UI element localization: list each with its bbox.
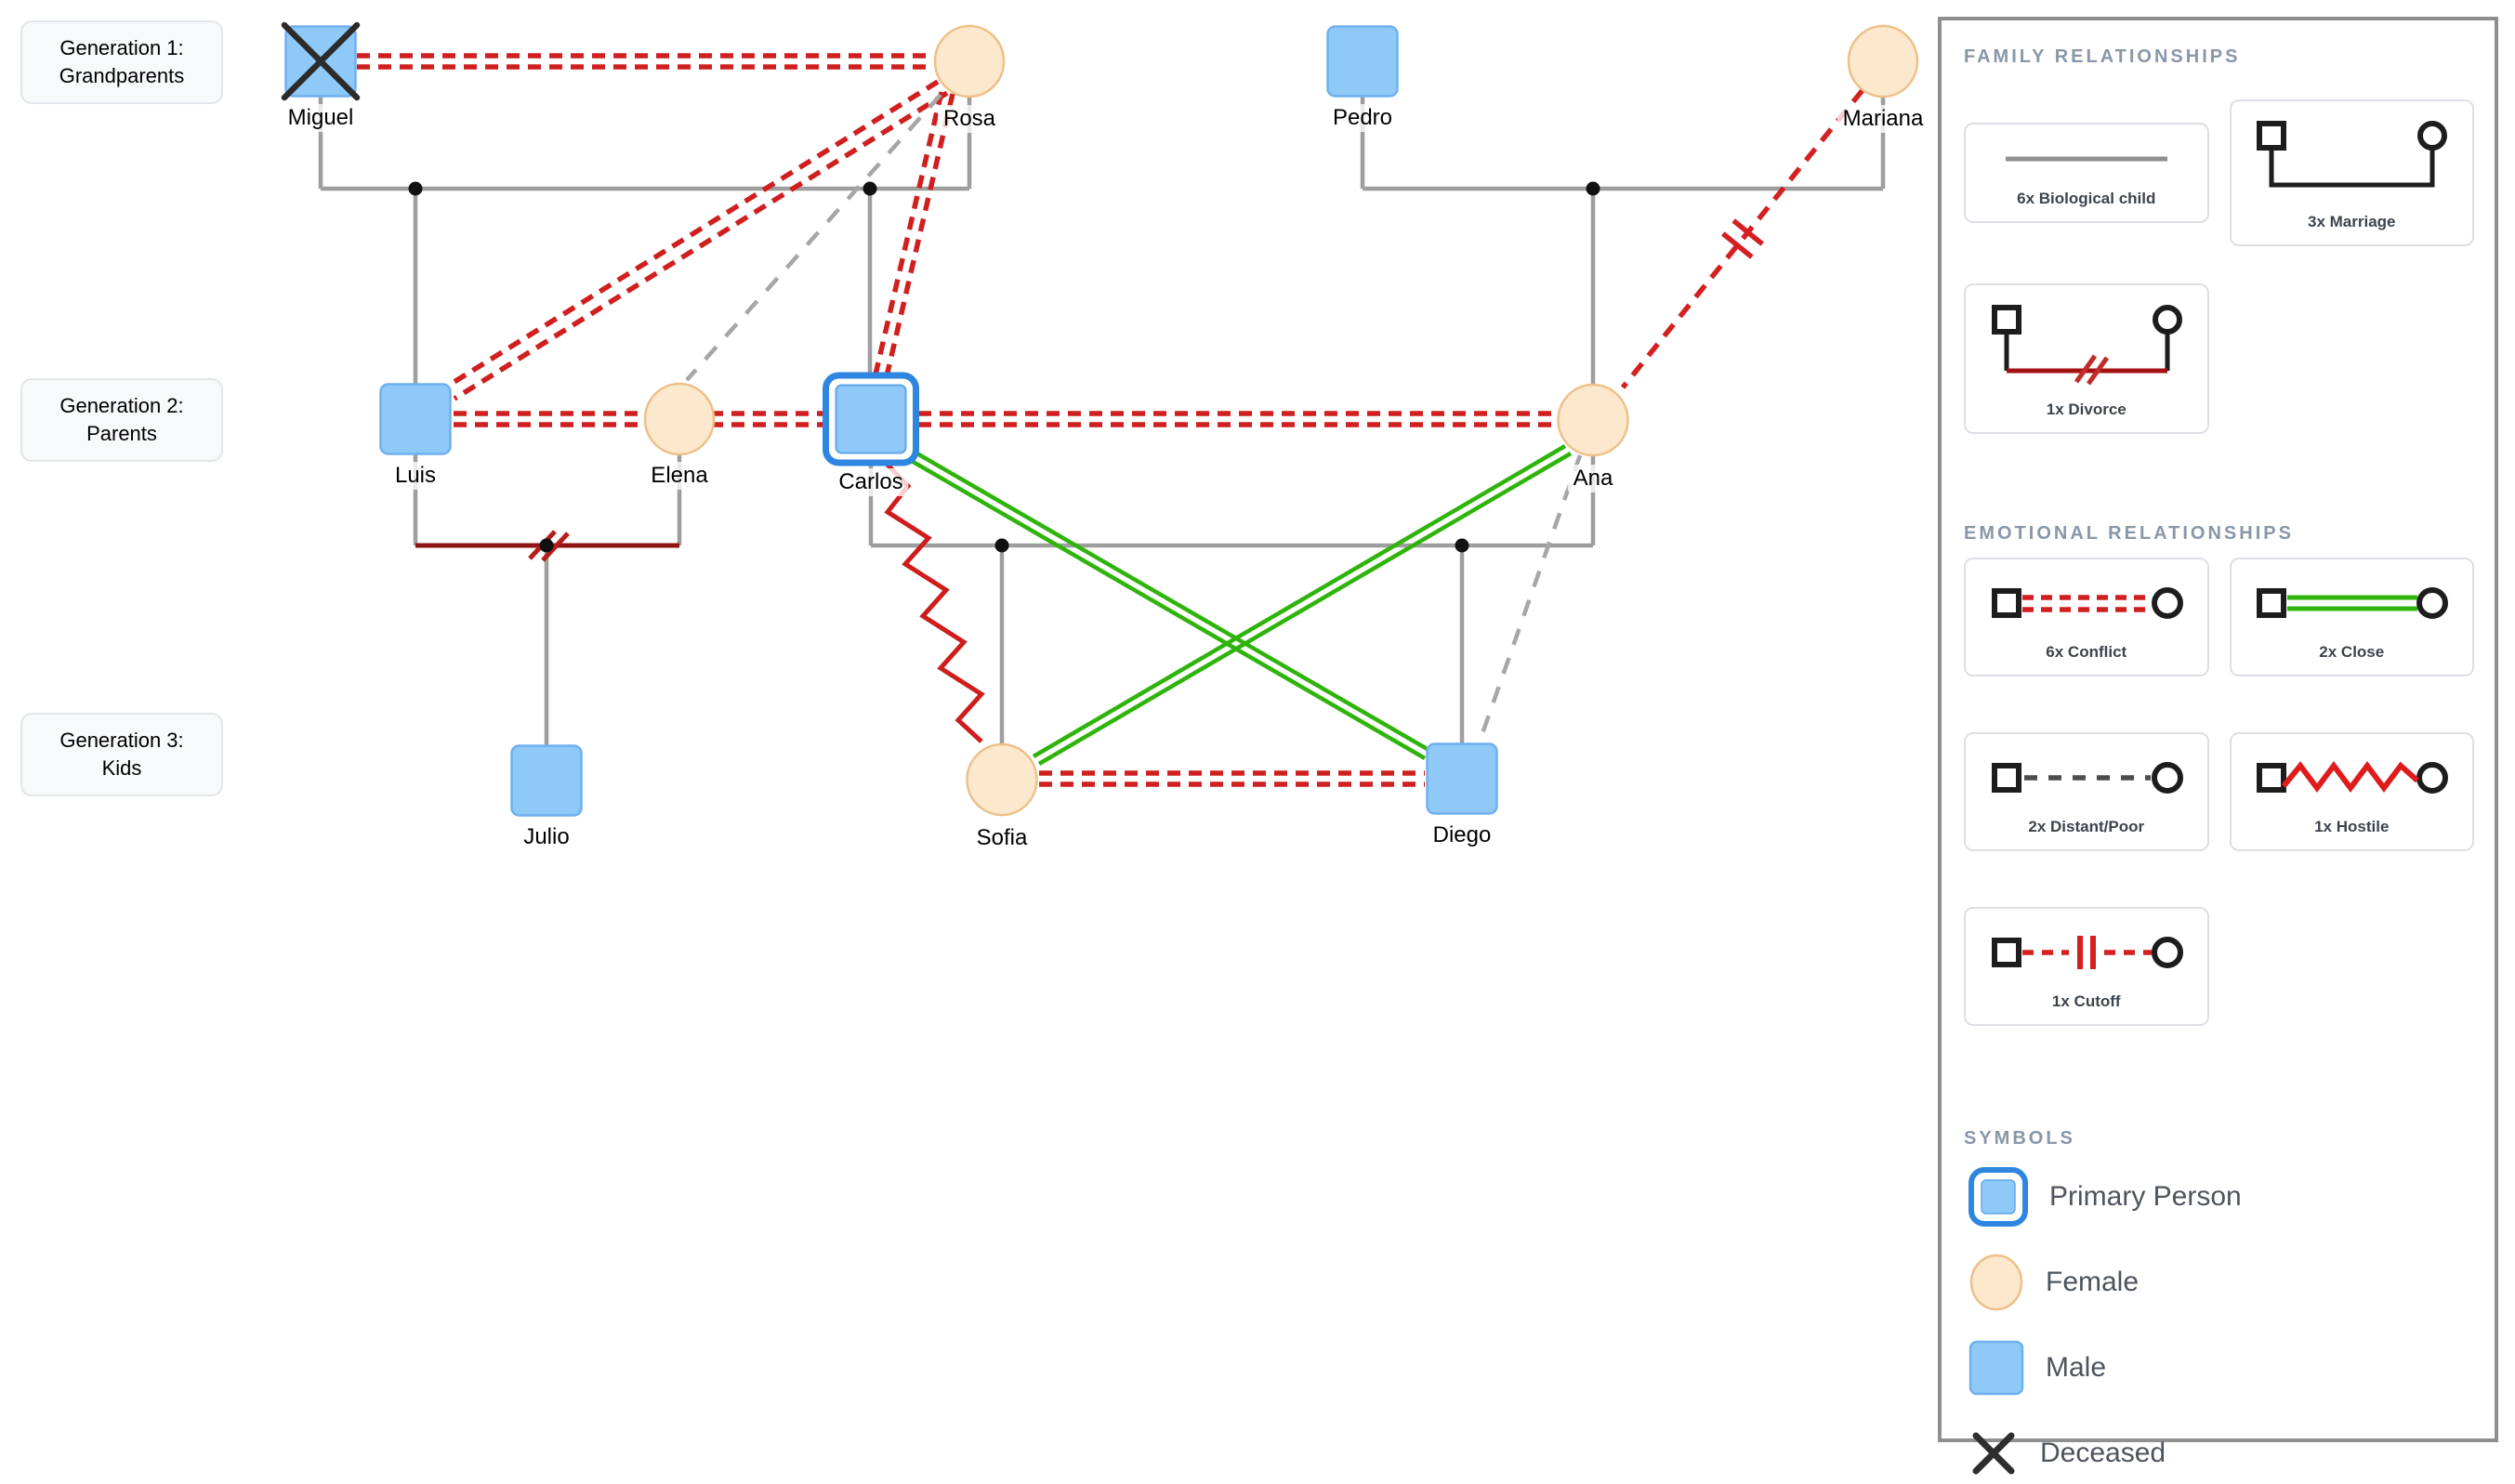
- person-label-luis: Luis: [388, 462, 442, 490]
- person-label-carlos: Carlos: [833, 468, 909, 496]
- legend-card-hostile: 1x Hostile: [2229, 732, 2474, 851]
- male-icon: [1969, 1340, 2024, 1396]
- generation-2-line2: Parents: [86, 422, 157, 445]
- person-node-diego[interactable]: [1426, 742, 1498, 815]
- legend-card-biological-child: 6x Biological child: [1964, 123, 2209, 223]
- family-relationships-grid: 6x Biological child 3x Marriage 1x Divor…: [1964, 99, 2474, 434]
- conflict-carlos-ana: [918, 411, 1556, 427]
- distant-ana-diego: [1477, 454, 1583, 742]
- deceased-x-icon: [1972, 1432, 2015, 1475]
- conflict-line-icon: [1991, 587, 2183, 619]
- generation-1-label: Generation 1: Grandparents: [20, 20, 223, 104]
- person-node-julio[interactable]: [510, 744, 583, 817]
- child-attachment-dots: [408, 181, 1600, 553]
- legend-panel: FAMILY RELATIONSHIPS 6x Biological child…: [1938, 17, 2498, 1475]
- legend-card-marriage: 3x Marriage: [2229, 99, 2474, 246]
- person-node-mariana[interactable]: [1847, 24, 1919, 98]
- cutoff-bar: [1721, 231, 1754, 259]
- structural-lines: [318, 97, 1886, 745]
- legend-card-distant-poor: 2x Distant/Poor: [1964, 732, 2209, 851]
- hostile-carlos-sofia: [881, 458, 985, 743]
- legend-card-label: 1x Divorce: [2046, 401, 2127, 418]
- conflict-rosa-luis: [443, 79, 949, 401]
- generation-1-line1: Generation 1:: [59, 36, 184, 60]
- legend-card-divorce: 1x Divorce: [1964, 283, 2209, 434]
- legend-card-label: 2x Distant/Poor: [2028, 818, 2145, 835]
- person-label-elena: Elena: [645, 462, 714, 490]
- person-label-diego: Diego: [1427, 821, 1497, 849]
- person-node-ana[interactable]: [1557, 383, 1629, 457]
- generation-3-line1: Generation 3:: [59, 729, 184, 753]
- symbol-row-label: Male: [2046, 1352, 2107, 1383]
- conflict-rosa-carlos: [873, 91, 955, 377]
- symbol-row-deceased: Deceased: [1964, 1423, 2474, 1484]
- person-node-carlos-primary[interactable]: [823, 372, 919, 466]
- symbol-row-primary-person: Primary Person: [1964, 1166, 2474, 1228]
- legend-card-label: 1x Cutoff: [2051, 992, 2121, 1010]
- symbols-list: Primary Person Female Male Deceased: [1964, 1166, 2474, 1484]
- legend-card-label: 2x Close: [2319, 643, 2385, 661]
- marriage-line-icon: [2257, 121, 2448, 188]
- legend-card-label: 1x Hostile: [2314, 818, 2390, 835]
- generation-3-line2: Kids: [101, 756, 142, 780]
- close-line-icon: [2257, 587, 2449, 619]
- emotional-relationships-grid: 6x Conflict 2x Close 2x Distant/Poor: [1964, 558, 2474, 1026]
- legend-card-label: 6x Biological child: [2017, 190, 2156, 207]
- conflict-miguel-rosa: [357, 53, 933, 70]
- primary-person-icon: [1969, 1167, 2028, 1227]
- generation-2-label: Generation 2: Parents: [20, 378, 223, 462]
- symbol-row-label: Primary Person: [2049, 1181, 2242, 1212]
- hostile-line-icon: [2257, 761, 2449, 794]
- person-node-elena[interactable]: [643, 382, 716, 456]
- conflict-sofia-diego: [1039, 770, 1425, 787]
- close-carlos-diego: [908, 451, 1432, 760]
- cutoff-bar: [1732, 218, 1764, 246]
- person-node-luis[interactable]: [379, 383, 452, 455]
- distant-lines: [685, 93, 1583, 742]
- person-label-pedro: Pedro: [1326, 104, 1399, 132]
- person-label-sofia: Sofia: [970, 824, 1034, 852]
- generation-3-label: Generation 3: Kids: [20, 713, 223, 796]
- legend-card-close: 2x Close: [2229, 558, 2474, 676]
- deceased-x-icon: [281, 21, 361, 101]
- symbol-row-male: Male: [1964, 1337, 2474, 1399]
- conflict-lines: [357, 53, 1556, 787]
- symbols-header: SYMBOLS: [1964, 1128, 2075, 1149]
- distant-line-icon: [1991, 762, 2183, 794]
- family-relationships-header: FAMILY RELATIONSHIPS: [1964, 46, 2241, 67]
- legend-card-cutoff: 1x Cutoff: [1964, 907, 2209, 1026]
- conflict-luis-carlos: [454, 411, 823, 427]
- female-icon: [1969, 1254, 2023, 1311]
- symbol-row-label: Deceased: [2040, 1438, 2166, 1468]
- legend-card-label: 3x Marriage: [2308, 213, 2396, 230]
- generation-2-line1: Generation 2:: [59, 394, 184, 418]
- person-node-rosa[interactable]: [933, 24, 1006, 98]
- person-node-pedro[interactable]: [1326, 25, 1399, 98]
- emotional-relationships-header: EMOTIONAL RELATIONSHIPS: [1964, 523, 2294, 544]
- close-ana-sofia: [1032, 444, 1573, 766]
- person-label-miguel: Miguel: [282, 104, 360, 132]
- person-label-julio: Julio: [518, 823, 575, 851]
- symbol-row-female: Female: [1964, 1252, 2474, 1313]
- cutoff-line-icon: [1991, 936, 2183, 969]
- person-label-ana: Ana: [1567, 465, 1619, 492]
- close-lines: [908, 444, 1573, 766]
- person-label-mariana: Mariana: [1837, 105, 1929, 133]
- generation-1-line2: Grandparents: [59, 64, 185, 87]
- legend-card-conflict: 6x Conflict: [1964, 558, 2209, 676]
- symbol-row-label: Female: [2046, 1267, 2140, 1297]
- cutoff-mariana-ana: [1620, 88, 1865, 389]
- legend-card-label: 6x Conflict: [2046, 643, 2127, 661]
- marriage-line-pedro-mariana: [1360, 97, 1886, 191]
- person-node-miguel[interactable]: [281, 21, 361, 101]
- union-verticals-luis-elena: [413, 454, 682, 545]
- divorce-line-icon: [1991, 305, 2182, 386]
- person-node-sofia[interactable]: [966, 742, 1038, 817]
- biological-child-line-icon: [2005, 156, 2167, 162]
- person-label-rosa: Rosa: [937, 105, 1002, 133]
- distant-rosa-elena: [685, 93, 942, 382]
